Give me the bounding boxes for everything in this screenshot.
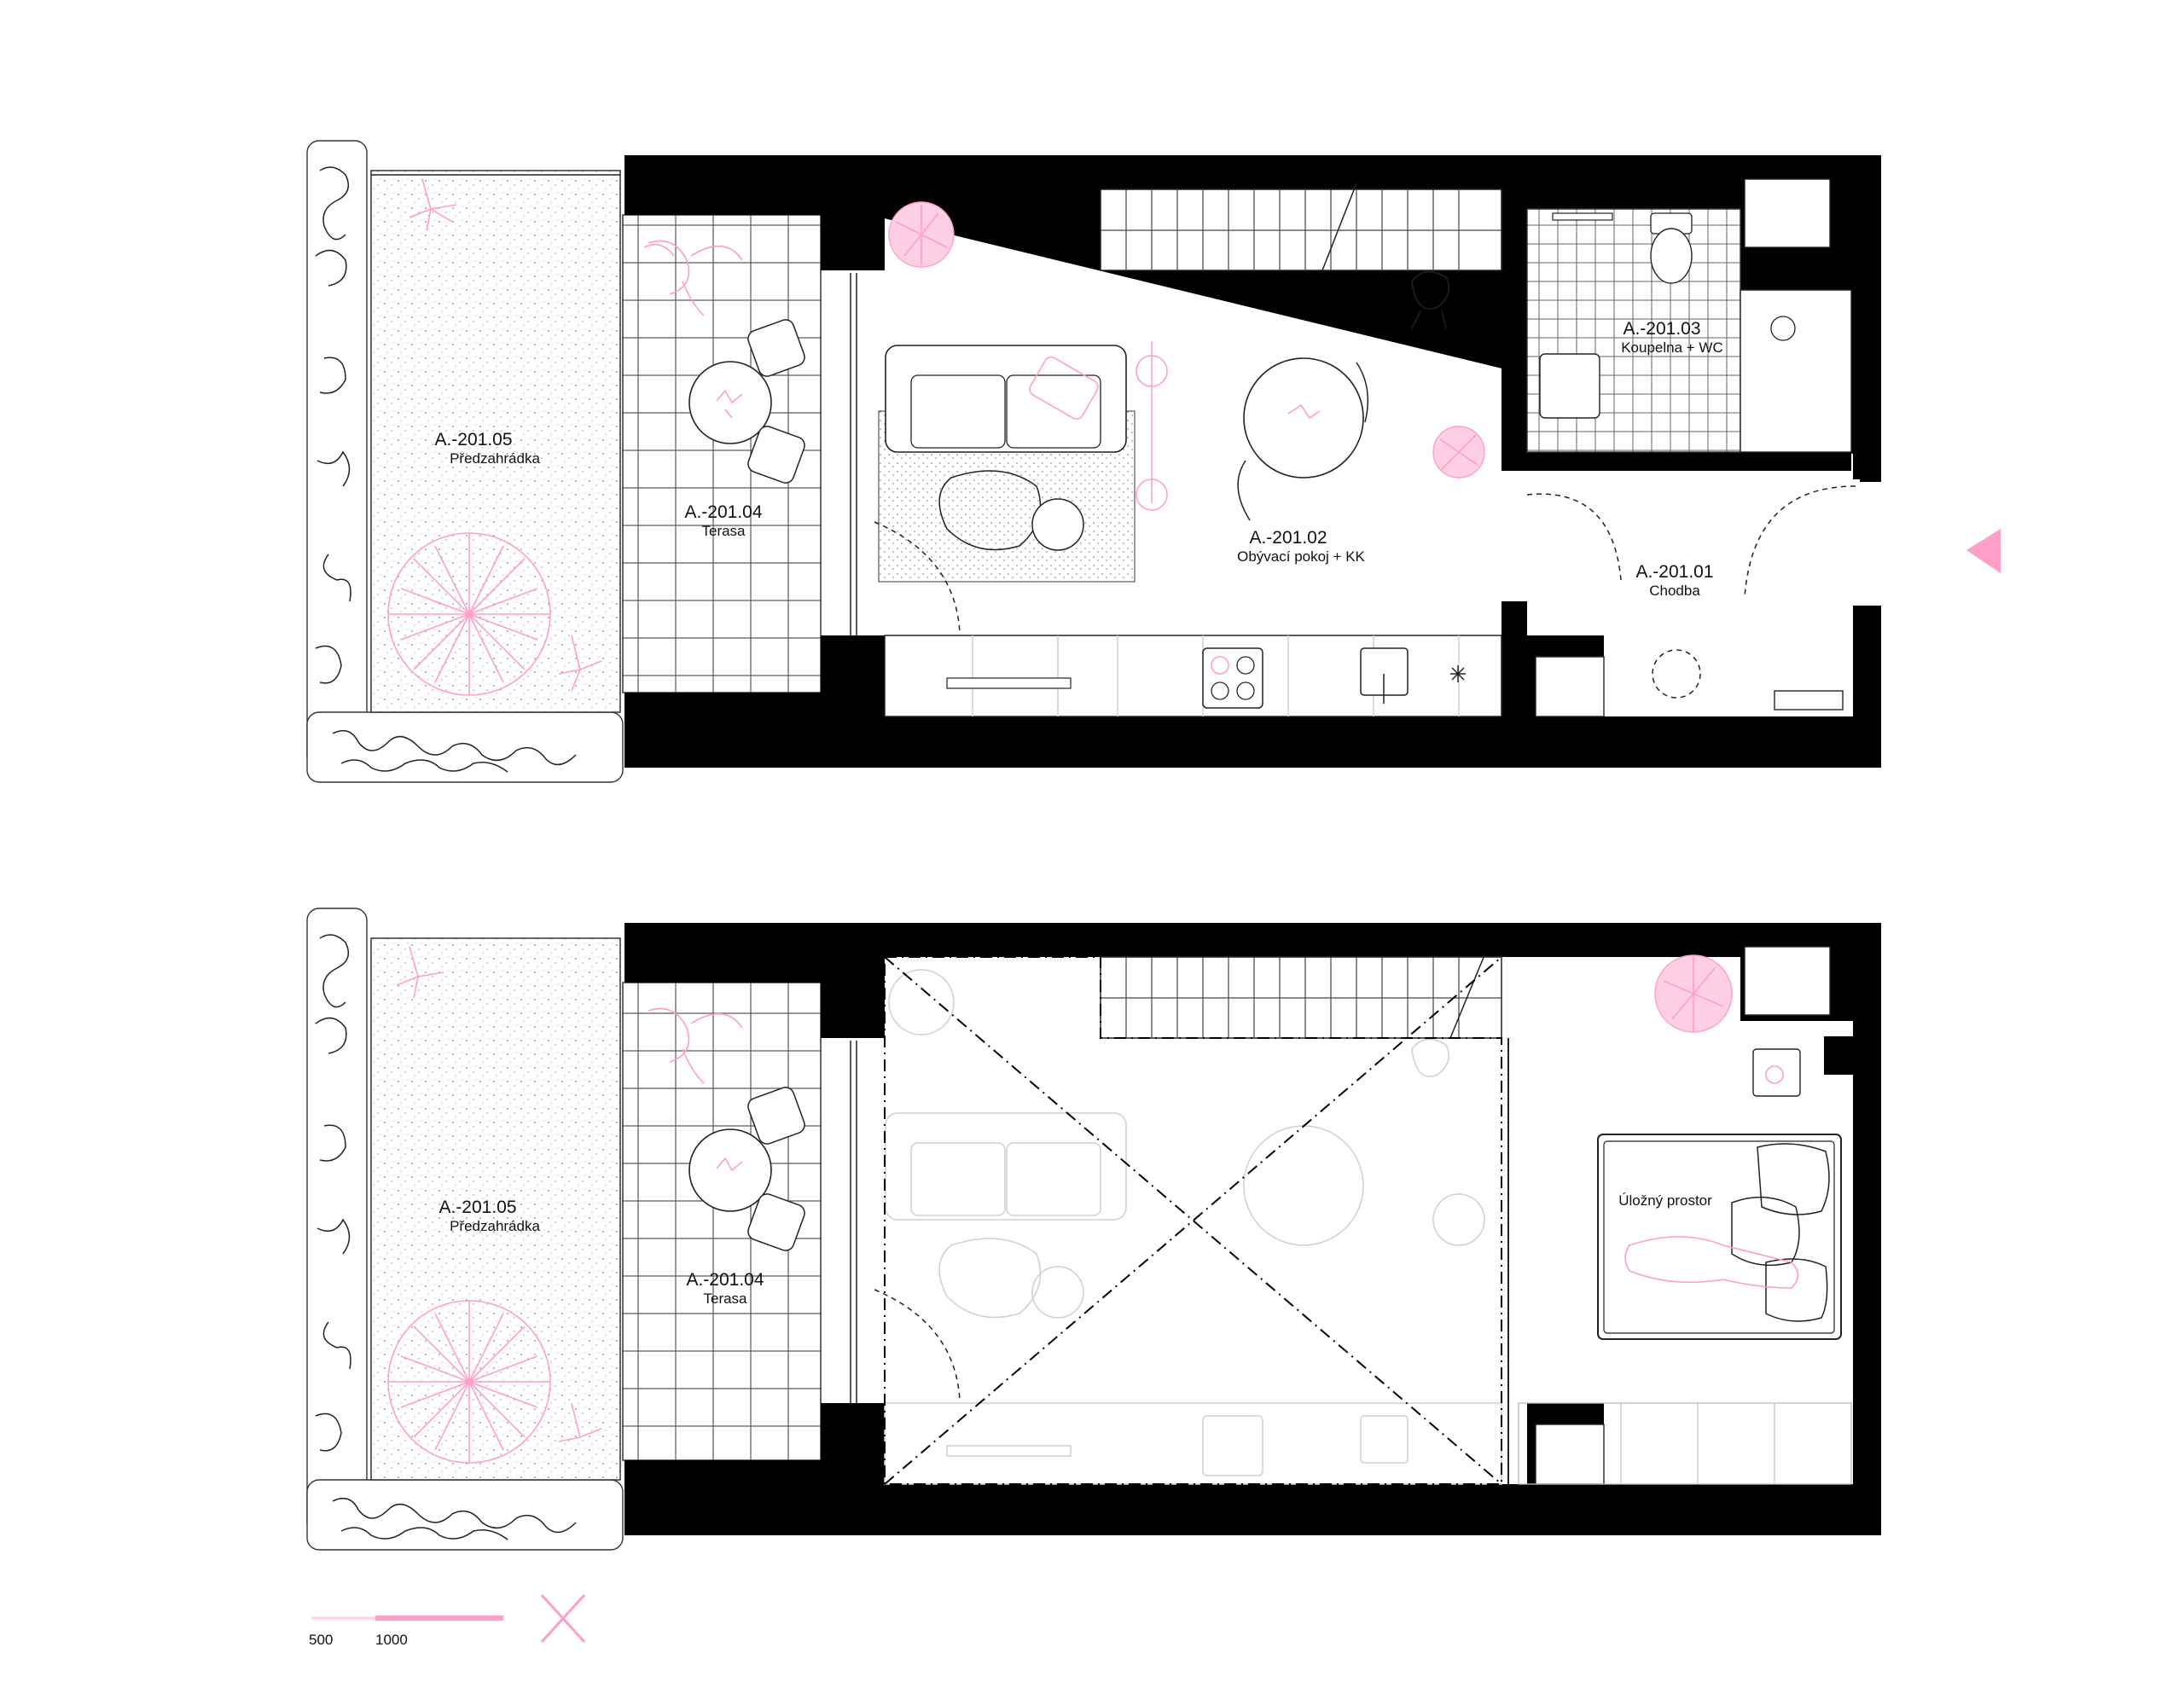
svg-text:Předzahrádka: Předzahrádka (450, 450, 540, 467)
garden-plant-small-upper (396, 946, 602, 1442)
svg-text:A.-201.03: A.-201.03 (1623, 319, 1700, 339)
svg-text:Terasa: Terasa (703, 1290, 747, 1307)
staircase-upper (1100, 954, 1502, 1039)
terrace-plant (643, 240, 743, 316)
bedroom-plant (1654, 954, 1733, 1033)
svg-text:Obývací pokoj + KK: Obývací pokoj + KK (1237, 548, 1365, 565)
hedge-left (306, 140, 368, 768)
svg-text:A.-201.02: A.-201.02 (1249, 528, 1327, 548)
storage-label: Úložný prostor (1618, 1192, 1712, 1209)
svg-text:A.-201.04: A.-201.04 (684, 502, 762, 522)
garden-plant-large (387, 532, 551, 696)
floor-lamp (1136, 341, 1168, 511)
bed (1597, 1134, 1842, 1340)
kitchen-counter (884, 635, 1502, 717)
scale-bar: 500 1000 (309, 1615, 503, 1648)
upper-floor-plan: A.-201.05 Předzahrádka A.-201.04 Terasa … (306, 908, 1881, 1551)
ground-floor-plan: A.-201.05 Předzahrádka A.-201.04 Terasa … (306, 140, 1881, 783)
ghost-furniture (884, 969, 1502, 1485)
hedge-left-upper (306, 908, 368, 1536)
scale-label-1000: 1000 (375, 1632, 408, 1648)
svg-text:A.-201.05: A.-201.05 (434, 430, 512, 450)
void-outline (884, 956, 1502, 1485)
living-plant (888, 201, 955, 268)
front-garden-area (370, 170, 621, 713)
bedroom-counter (1518, 1402, 1852, 1485)
room-label-front-garden-upper: A.-201.05 Předzahrádka (439, 1198, 540, 1234)
coffee-tables (938, 470, 1084, 551)
room-label-terrace-upper: A.-201.04 Terasa (686, 1270, 764, 1307)
garden-plant-small (409, 178, 602, 692)
room-label-front-garden: A.-201.05 Předzahrádka (434, 430, 540, 467)
pink-triangle-icon (1966, 529, 2001, 573)
room-label-hallway: A.-201.01 Chodba (1635, 562, 1713, 599)
svg-text:A.-201.04: A.-201.04 (686, 1270, 764, 1290)
dining-table (1237, 270, 1450, 521)
pink-cross-icon (540, 1593, 586, 1644)
staircase-ground (1100, 183, 1502, 271)
svg-text:A.-201.05: A.-201.05 (439, 1198, 516, 1217)
living-plant-2 (1432, 426, 1485, 478)
svg-text:Koupelna + WC: Koupelna + WC (1621, 339, 1723, 356)
hallway-fixtures (1535, 178, 1844, 717)
hedge-bottom-upper (306, 1479, 624, 1551)
nightstand (1752, 1048, 1801, 1097)
room-label-living: A.-201.02 Obývací pokoj + KK (1237, 528, 1365, 565)
scale-label-500: 500 (309, 1632, 333, 1648)
bathroom-fixtures (1539, 212, 1852, 453)
terrace-table-upper (688, 1087, 805, 1251)
room-label-bathroom: A.-201.03 Koupelna + WC (1621, 319, 1723, 356)
terrace-plant-upper (648, 1007, 743, 1084)
hedge-bottom (306, 711, 624, 783)
svg-text:A.-201.01: A.-201.01 (1635, 562, 1713, 582)
front-garden-area-upper (370, 937, 621, 1481)
svg-text:Chodba: Chodba (1649, 583, 1700, 599)
sofa (885, 345, 1127, 453)
room-label-terrace: A.-201.04 Terasa (684, 502, 762, 539)
svg-text:Terasa: Terasa (701, 523, 746, 539)
terrace-table (688, 319, 805, 484)
garden-plant-large-upper (387, 1300, 551, 1464)
svg-text:Předzahrádka: Předzahrádka (450, 1218, 540, 1234)
storage-box-upper (1535, 946, 1831, 1485)
